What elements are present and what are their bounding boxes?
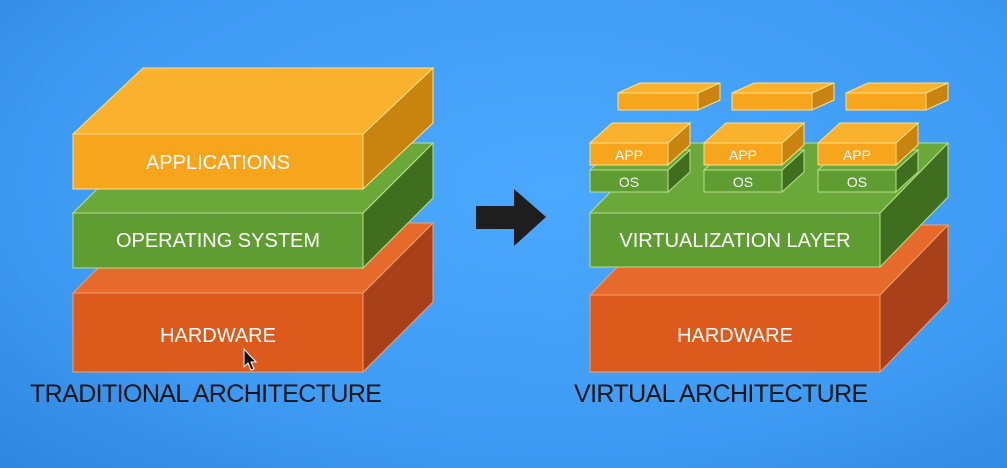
traditional-os-label: OPERATING SYSTEM — [116, 230, 320, 252]
vm-stack-1: OS APP — [588, 82, 721, 194]
virtual-architecture-caption: VIRTUAL ARCHITECTURE — [574, 380, 868, 408]
vm-app-label-1: APP — [615, 147, 643, 163]
traditional-applications-label: APPLICATIONS — [146, 152, 290, 174]
mouse-cursor-icon — [243, 347, 258, 371]
vm-app-label-3: APP — [843, 147, 871, 163]
vm-app-block-3: APP — [816, 82, 949, 167]
vm-app-block-1: APP — [588, 82, 721, 167]
traditional-architecture-caption: TRADITIONAL ARCHITECTURE — [30, 380, 382, 408]
vm-stack-2: OS APP — [702, 82, 835, 194]
virtualization-layer-label: VIRTUALIZATION LAYER — [619, 230, 850, 252]
vm-app-block-2: APP — [702, 82, 835, 167]
vm-stack-3: OS APP — [816, 82, 949, 194]
virtual-hardware-label: HARDWARE — [677, 325, 793, 347]
vm-os-label-3: OS — [847, 174, 867, 190]
vm-os-label-1: OS — [619, 174, 639, 190]
vm-os-label-2: OS — [733, 174, 753, 190]
traditional-hardware-label: HARDWARE — [160, 325, 276, 347]
vm-app-label-2: APP — [729, 147, 757, 163]
arrow-right-icon — [476, 189, 546, 246]
traditional-applications-block: APPLICATIONS — [71, 66, 435, 191]
